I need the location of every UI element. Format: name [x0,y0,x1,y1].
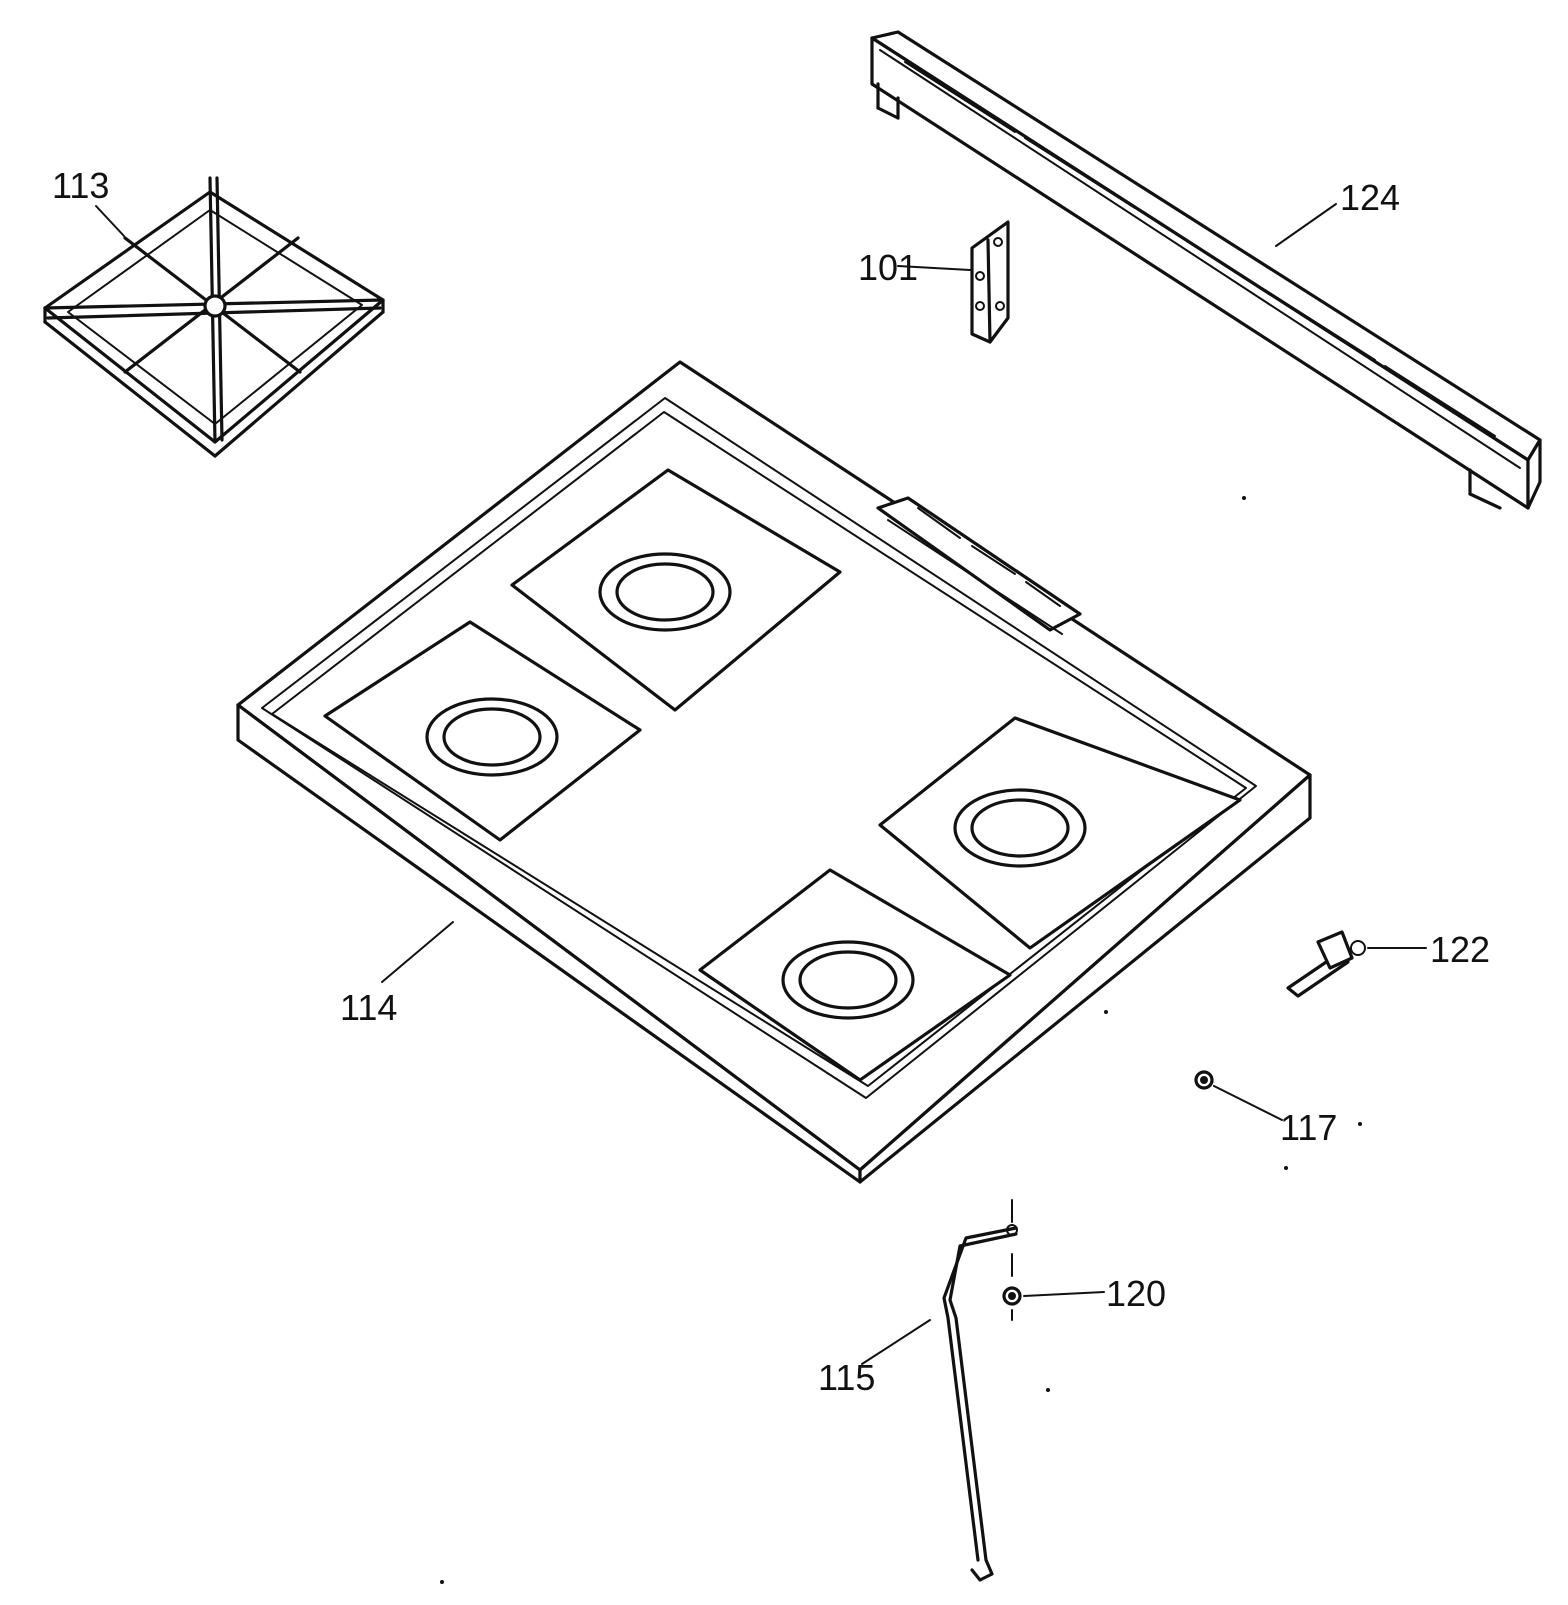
support-rod [942,1199,1018,1582]
cooktop-main [236,360,1312,1184]
screw [1194,1070,1214,1090]
label-113: 113 [52,165,109,206]
leader-115 [861,1319,931,1365]
leader-120 [1023,1291,1105,1297]
leader-114 [381,921,454,983]
mounting-bracket [970,220,1010,344]
trim-bar [870,30,1542,510]
burner-grate [43,176,385,458]
spring-clip [1286,930,1366,998]
leader-101 [897,265,971,271]
label-122: 122 [1430,929,1490,970]
label-120: 120 [1106,1273,1166,1314]
label-101: 101 [858,247,918,288]
label-114: 114 [340,987,397,1028]
nut [1002,1253,1022,1321]
label-115: 115 [818,1357,875,1398]
leader-124 [1275,203,1337,247]
leader-117 [1213,1085,1283,1121]
label-124: 124 [1340,177,1400,218]
label-117: 117 [1280,1107,1337,1148]
leader-113 [95,205,125,237]
